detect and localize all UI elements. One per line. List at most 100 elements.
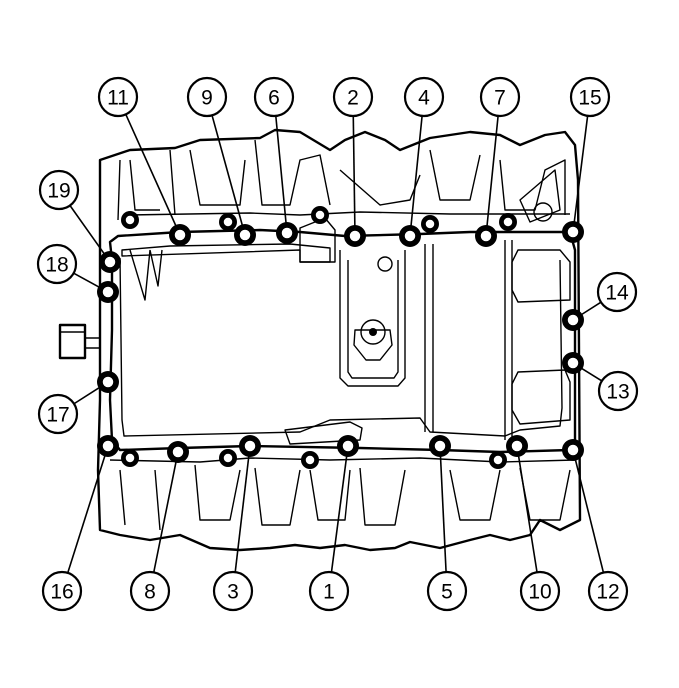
callout-1: 1	[308, 570, 350, 612]
callout-circle-10	[519, 570, 561, 612]
leader-line-16	[66, 455, 106, 574]
upper-bracket-right	[519, 169, 561, 223]
callout-15: 15	[569, 76, 611, 118]
fastener-3-washer	[314, 209, 326, 221]
callout-5: 5	[426, 570, 468, 612]
leader-line-5	[439, 455, 447, 573]
bolt-6	[276, 222, 298, 244]
callout-circle-1	[308, 570, 350, 612]
bolt-2	[344, 225, 366, 247]
callout-8: 8	[129, 570, 171, 612]
callout-label-12: 12	[596, 581, 619, 604]
oil-pan-body	[58, 128, 582, 552]
bolt-14-washer	[566, 313, 580, 327]
sump-channel	[339, 250, 406, 387]
callout-17: 17	[37, 393, 79, 435]
leader-line-2	[352, 115, 356, 227]
fastener-9	[489, 451, 507, 469]
callout-label-8: 8	[144, 581, 156, 604]
bolt-group	[97, 206, 584, 469]
callout-circle-7	[479, 76, 521, 118]
leader-line-18	[73, 272, 100, 288]
drain-plug-ring	[360, 319, 386, 345]
bolt-10	[506, 435, 528, 457]
callout-label-6: 6	[268, 87, 280, 110]
bolt-9-washer	[238, 228, 252, 242]
callout-circle-11	[97, 76, 139, 118]
bolt-12-washer	[566, 443, 580, 457]
left-side-bracket	[58, 323, 87, 360]
fastener-4-washer	[424, 218, 436, 230]
fastener-1	[121, 211, 139, 229]
fastener-7-washer	[222, 452, 234, 464]
fastener-2-washer	[222, 216, 234, 228]
bolt-17	[97, 371, 119, 393]
leader-line-12	[574, 459, 605, 573]
bolt-8	[167, 441, 189, 463]
fastener-8	[301, 451, 319, 469]
bolt-9	[234, 224, 256, 246]
pan-inner-floor	[119, 257, 563, 437]
lower-details-2	[119, 464, 301, 531]
fastener-5-washer	[502, 216, 514, 228]
bolt-8-washer	[171, 445, 185, 459]
callout-label-5: 5	[441, 581, 453, 604]
callout-circle-3	[212, 570, 254, 612]
leader-line-1	[330, 455, 348, 573]
left-side-bracket-detail	[60, 331, 100, 349]
callout-circle-16	[41, 570, 83, 612]
leader-line-group	[66, 114, 605, 574]
callout-label-4: 4	[418, 87, 430, 110]
leader-line-8	[152, 461, 177, 573]
right-pocket-upper	[511, 249, 571, 303]
callout-label-2: 2	[347, 87, 359, 110]
leader-line-10	[517, 455, 538, 573]
lower-details-3	[309, 467, 571, 526]
callout-label-18: 18	[45, 254, 68, 277]
upper-details-3	[429, 149, 566, 215]
callout-label-11: 11	[107, 87, 129, 110]
callout-3: 3	[212, 570, 254, 612]
callout-10: 10	[519, 570, 561, 612]
upper-details-1	[117, 149, 246, 221]
fastener-5	[499, 213, 517, 231]
fastener-6-washer	[124, 452, 136, 464]
leader-line-11	[125, 114, 177, 227]
callout-13: 13	[597, 370, 639, 412]
fastener-7	[219, 449, 237, 467]
leader-line-7	[486, 115, 499, 227]
bolt-15-washer	[566, 225, 580, 239]
right-pocket-lower	[511, 369, 571, 425]
bolt-2-washer	[348, 229, 362, 243]
callout-circle-13	[597, 370, 639, 412]
callout-circle-14	[596, 271, 638, 313]
fastener-1-washer	[124, 214, 136, 226]
callout-label-15: 15	[578, 87, 601, 110]
bolt-17-washer	[101, 375, 115, 389]
leader-line-19	[69, 205, 105, 255]
drain-plug-center	[369, 328, 377, 336]
fastener-4	[421, 215, 439, 233]
bolt-3	[239, 435, 261, 457]
callout-label-10: 10	[528, 581, 551, 604]
callout-label-3: 3	[227, 581, 239, 604]
callout-circle-8	[129, 570, 171, 612]
leader-line-13	[581, 367, 603, 382]
callout-18: 18	[36, 243, 78, 285]
fastener-9-washer	[492, 454, 504, 466]
callout-label-17: 17	[46, 404, 69, 427]
callout-label-19: 19	[47, 180, 70, 203]
callout-4: 4	[403, 76, 445, 118]
callout-12: 12	[587, 570, 629, 612]
callout-circle-6	[253, 76, 295, 118]
bolt-1-washer	[341, 439, 355, 453]
bolt-13	[562, 352, 584, 374]
sump-channel-inner	[347, 260, 399, 379]
pan-outer-outline	[96, 128, 582, 552]
bolt-4-washer	[403, 229, 417, 243]
callout-label-7: 7	[494, 87, 506, 110]
bolt-18	[97, 281, 119, 303]
leader-line-14	[581, 301, 602, 316]
callout-label-9: 9	[201, 87, 213, 110]
